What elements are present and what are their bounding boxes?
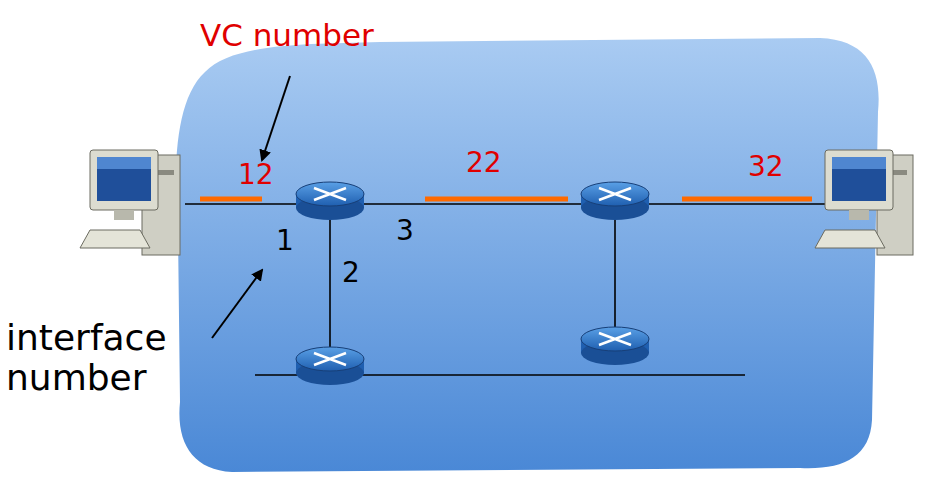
vc-segments [200, 197, 812, 202]
router-icons [296, 182, 649, 385]
link-lines [185, 204, 825, 375]
leader-arrow [212, 270, 262, 338]
interface-number: 2 [342, 258, 360, 289]
interface-number: 3 [396, 216, 414, 247]
vc-number: 22 [466, 148, 502, 179]
vc-number: 32 [748, 152, 784, 183]
interface-number: 1 [276, 226, 294, 257]
network-cloud [176, 38, 879, 472]
interface-label: interface number [6, 318, 211, 397]
vc-number: 12 [238, 160, 274, 191]
vc-number-title: VC number [200, 18, 374, 52]
leader-arrow [262, 76, 290, 160]
